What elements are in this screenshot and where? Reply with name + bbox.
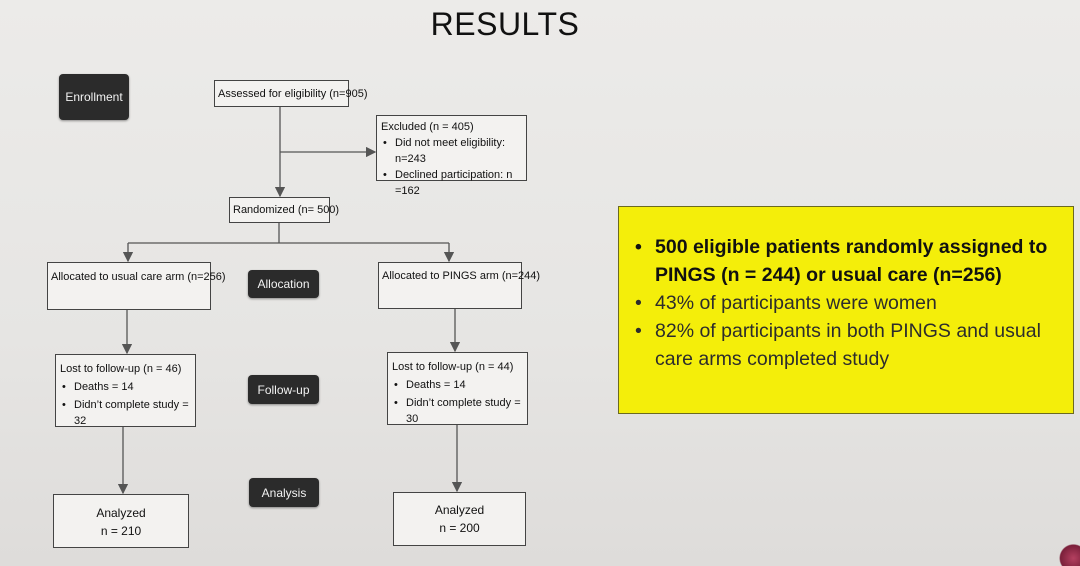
excluded-item: Declined participation: n =162 — [381, 167, 522, 199]
slide-title: RESULTS — [430, 6, 580, 42]
lost-follow-up-usual-heading: Lost to follow-up (n = 46) — [60, 363, 182, 375]
lost-follow-up-pings-heading: Lost to follow-up (n = 44) — [392, 361, 514, 373]
lost-follow-up-usual-box: Lost to follow-up (n = 46) Deaths = 14 D… — [55, 354, 196, 427]
lost-follow-up-pings-list: Deaths = 14 Didn’t complete study = 30 — [392, 377, 523, 427]
analyzed-usual-label: Analyzed — [96, 506, 146, 520]
analyzed-usual-count: n = 210 — [100, 524, 142, 538]
lost-follow-up-item: Didn’t complete study = 30 — [392, 395, 523, 427]
assessed-eligibility-box: Assessed for eligibility (n=905) — [214, 80, 368, 107]
summary-bullet-list: 500 eligible patients randomly assigned … — [629, 233, 1055, 373]
analyzed-pings-label: Analyzed — [434, 503, 485, 517]
excluded-box: Excluded (n = 405) Did not meet eligibil… — [376, 115, 527, 197]
analyzed-usual-box: Analyzed n = 210 — [53, 494, 189, 548]
stage-enrollment-label: Enrollment — [59, 74, 129, 120]
lost-follow-up-item: Deaths = 14 — [60, 379, 191, 395]
excluded-item: Did not meet eligibility: n=243 — [381, 135, 522, 167]
allocated-pings-box: Allocated to PINGS arm (n=244) — [378, 262, 540, 309]
lost-follow-up-pings-box: Lost to follow-up (n = 44) Deaths = 14 D… — [387, 352, 528, 425]
lost-follow-up-usual-list: Deaths = 14 Didn’t complete study = 32 — [60, 379, 191, 429]
results-summary-callout: 500 eligible patients randomly assigned … — [618, 206, 1074, 414]
summary-bullet: 500 eligible patients randomly assigned … — [629, 233, 1055, 289]
stage-analysis-label: Analysis — [249, 478, 319, 507]
corner-logo-icon — [1058, 540, 1080, 566]
lost-follow-up-item: Didn’t complete study = 32 — [60, 397, 191, 429]
allocated-usual-care-box: Allocated to usual care arm (n=256) — [47, 262, 226, 310]
summary-bullet: 43% of participants were women — [629, 289, 1055, 317]
excluded-list: Did not meet eligibility: n=243 Declined… — [381, 135, 522, 199]
excluded-heading: Excluded (n = 405) — [381, 121, 474, 133]
stage-follow-up-label: Follow-up — [248, 375, 319, 404]
lost-follow-up-item: Deaths = 14 — [392, 377, 523, 393]
stage-allocation-label: Allocation — [248, 270, 319, 298]
summary-bullet: 82% of participants in both PINGS and us… — [629, 317, 1055, 373]
analyzed-pings-box: Analyzed n = 200 — [393, 492, 526, 546]
analyzed-pings-count: n = 200 — [439, 521, 480, 535]
randomized-box: Randomized (n= 500) — [229, 197, 339, 223]
